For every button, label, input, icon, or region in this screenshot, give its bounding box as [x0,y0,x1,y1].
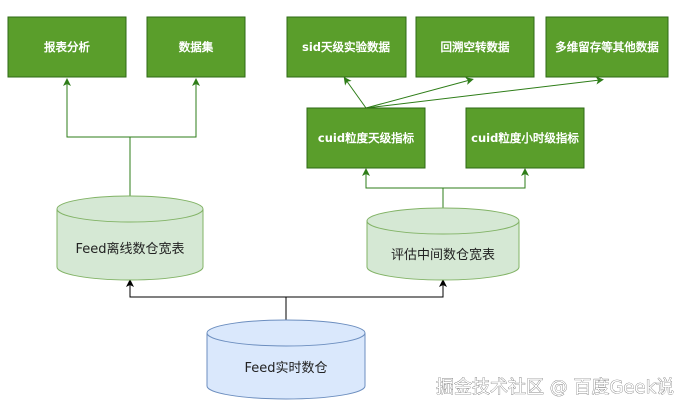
node-report-analysis: 报表分析 [7,16,127,78]
edge-eval-to-cuid-daily [362,168,444,210]
edge-cuid-to-backtrace [365,77,474,109]
db-eval-intermediate-wide-table-label: 评估中间数仓宽表 [391,247,495,263]
node-sid-daily-experiment-label: sid天级实验数据 [302,40,391,54]
node-cuid-daily-metrics: cuid粒度天级指标 [306,107,426,169]
db-feed-offline-wide-table: Feed离线数仓宽表 [56,195,204,281]
node-cuid-hourly-metrics: cuid粒度小时级指标 [465,107,585,169]
edge-offline-to-report [63,78,131,198]
node-cuid-daily-metrics-label: cuid粒度天级指标 [318,131,415,145]
edge-realtime-to-offline [126,279,286,298]
node-backtrace-transfer: 回溯空转数据 [415,16,535,78]
node-backtrace-transfer-label: 回溯空转数据 [441,40,510,54]
db-feed-realtime-warehouse: Feed实时数仓 [206,319,366,400]
node-multi-dim-retention: 多维留存等其他数据 [545,16,669,78]
db-feed-realtime-warehouse-label: Feed实时数仓 [244,361,327,376]
edge-cuid-to-sid [343,76,367,109]
node-dataset-label: 数据集 [179,40,214,54]
edge-eval-to-cuid-hourly [443,168,529,189]
edge-offline-to-dataset [130,78,200,138]
node-multi-dim-retention-label: 多维留存等其他数据 [555,40,659,54]
node-sid-daily-experiment: sid天级实验数据 [286,16,407,78]
edge-cuid-to-retention [365,76,604,109]
watermark-text: 掘金技术社区 @ 百度Geek说 [436,377,674,398]
node-cuid-hourly-metrics-label: cuid粒度小时级指标 [471,131,579,145]
node-dataset: 数据集 [146,16,246,78]
db-eval-intermediate-wide-table: 评估中间数仓宽表 [366,207,520,281]
edge-realtime-to-eval [286,279,447,298]
node-report-analysis-label: 报表分析 [44,40,90,54]
db-feed-offline-wide-table-label: Feed离线数仓宽表 [75,241,184,257]
